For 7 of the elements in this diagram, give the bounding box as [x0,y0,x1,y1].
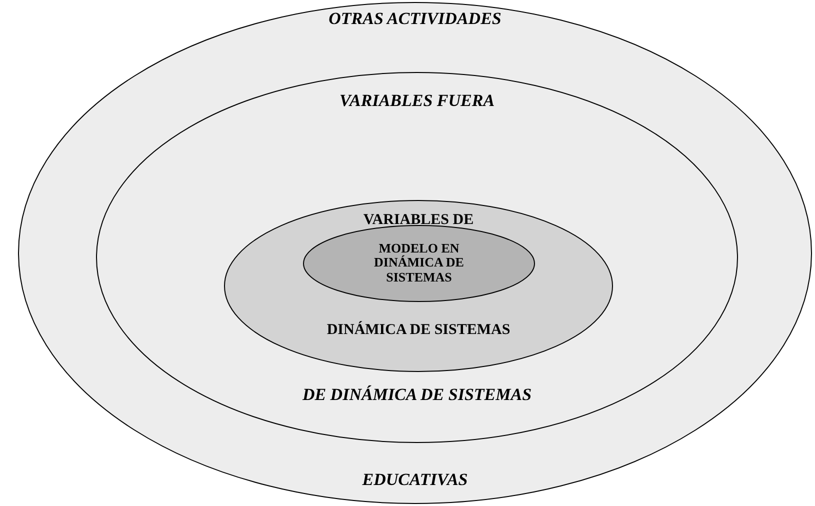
region-label: DINÁMICA DE SISTEMAS [326,322,510,339]
region-label: VARIABLES FUERA [339,91,495,111]
region-label: VARIABLES DE [363,212,474,229]
region-label: EDUCATIVAS [362,470,468,490]
region-label: OTRAS ACTIVIDADES [328,9,502,29]
region-label: DE DINÁMICA DE SISTEMAS [302,385,532,405]
region-label: MODELO EN DINÁMICA DE SISTEMAS [373,241,465,286]
